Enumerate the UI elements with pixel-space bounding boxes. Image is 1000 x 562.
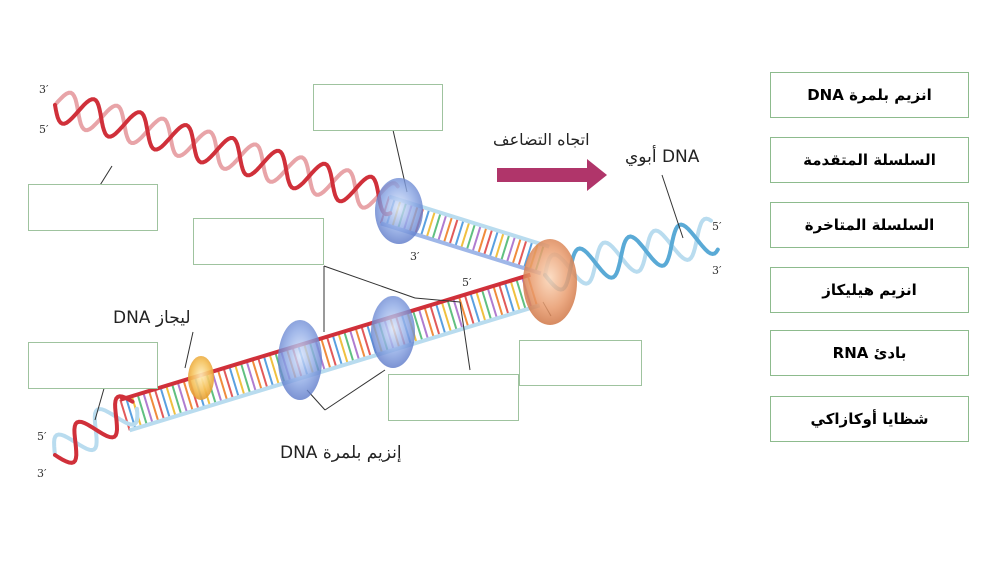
end-marker-5prime: 5′ bbox=[462, 276, 472, 289]
replication-direction-label: اتجاه التضاعف bbox=[493, 130, 590, 149]
helicase-enzyme bbox=[523, 239, 577, 325]
dna-replication-illustration bbox=[52, 90, 720, 465]
answer-card-lagging-strand[interactable]: السلسلة المتاخرة bbox=[770, 202, 969, 248]
end-marker-3prime: 3′ bbox=[410, 250, 420, 263]
answer-drop-box[interactable] bbox=[193, 218, 324, 265]
enzymes bbox=[188, 178, 577, 400]
end-marker-3prime: 3′ bbox=[712, 264, 722, 277]
dna-replication-diagram: اتجاه التضاعف DNA أبوي ليجاز DNA إنزيم ب… bbox=[15, 70, 740, 495]
end-marker-5prime: 5′ bbox=[712, 220, 722, 233]
end-marker-3prime: 3′ bbox=[37, 467, 47, 480]
answer-drop-box[interactable] bbox=[519, 340, 642, 386]
polymerase-enzyme-leading bbox=[375, 178, 423, 244]
answer-card-helicase[interactable]: انزيم هيليكاز bbox=[770, 267, 969, 313]
answer-card-rna-primer[interactable]: بادئ RNA bbox=[770, 330, 969, 376]
answer-drop-box[interactable] bbox=[388, 374, 519, 421]
end-marker-5prime: 5′ bbox=[39, 123, 49, 136]
answer-card-dna-polymerase[interactable]: انزيم بلمرة DNA bbox=[770, 72, 969, 118]
answer-card-leading-strand[interactable]: السلسلة المتقدمة bbox=[770, 137, 969, 183]
ligase-enzyme bbox=[188, 356, 214, 400]
end-marker-3prime: 3′ bbox=[39, 83, 49, 96]
answer-drop-box[interactable] bbox=[313, 84, 443, 131]
answer-drop-box[interactable] bbox=[28, 184, 158, 231]
polymerase-enzyme-lagging-2 bbox=[278, 320, 322, 400]
answer-card-okazaki-fragments[interactable]: شظايا أوكازاكي bbox=[770, 396, 969, 442]
polymerase-enzyme-lagging-1 bbox=[371, 296, 415, 368]
replication-direction-arrow bbox=[497, 159, 607, 191]
polymerase-label: إنزيم بلمرة DNA bbox=[280, 443, 402, 463]
parent-dna-label: DNA أبوي bbox=[625, 147, 700, 167]
ligase-label: ليجاز DNA bbox=[113, 308, 191, 328]
end-marker-5prime: 5′ bbox=[37, 430, 47, 443]
answer-drop-box[interactable] bbox=[28, 342, 158, 389]
